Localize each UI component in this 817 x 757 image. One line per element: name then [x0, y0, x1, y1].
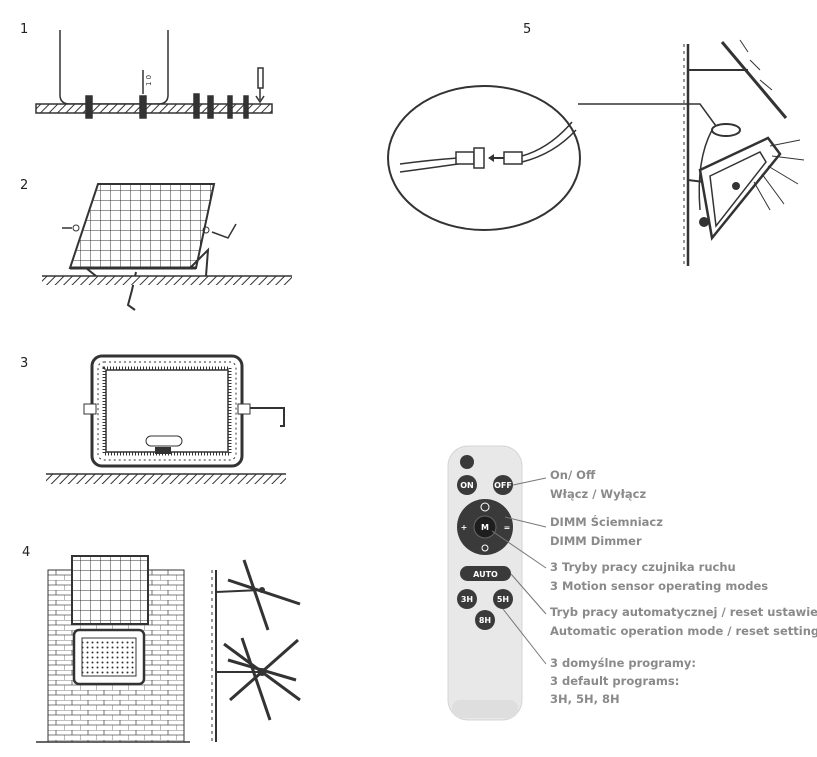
- svg-text:ON: ON: [460, 481, 474, 490]
- step1-marks: 1 0: [145, 75, 153, 86]
- step-number-1: 1: [20, 22, 29, 37]
- svg-text:8H: 8H: [479, 616, 491, 625]
- legend-line: Automatic operation mode / reset setting…: [550, 624, 817, 638]
- remote-5h-button[interactable]: 5H: [493, 589, 513, 609]
- remote-off-button[interactable]: OFF: [493, 475, 513, 495]
- svg-text:AUTO: AUTO: [473, 570, 498, 579]
- legend-motion-modes: 3 Tryby pracy czujnika ruchu 3 Motion se…: [550, 560, 768, 594]
- remote-3h-button[interactable]: 3H: [457, 589, 477, 609]
- remote-on-button[interactable]: ON: [457, 475, 477, 495]
- step-number-4: 4: [22, 545, 31, 560]
- svg-text:3H: 3H: [461, 595, 473, 604]
- legend-line: 3 Tryby pracy czujnika ruchu: [550, 560, 736, 574]
- legend-line: 3 Motion sensor operating modes: [550, 579, 769, 593]
- legend-line: 3 default programs:: [550, 674, 680, 688]
- brightness-down-icon: [481, 544, 489, 552]
- legend-line: On/ Off: [550, 468, 596, 482]
- step2-solar-panel: [42, 183, 292, 311]
- legend-on-off: On/ Off Włącz / Wyłącz: [550, 468, 646, 502]
- ir-sensor-icon: [460, 455, 474, 469]
- dimm-down-sign: =: [504, 523, 511, 532]
- step3-floodlight: [46, 354, 286, 484]
- legend-dimm: DIMM Ściemniacz DIMM Dimmer: [550, 515, 663, 549]
- legend-line: Tryb pracy automatycznej / reset ustawie…: [550, 605, 817, 619]
- step5-connection-detail: [387, 39, 805, 266]
- dimm-up-sign: +: [461, 523, 468, 532]
- step1-bracket-assembly: [35, 30, 273, 119]
- step-number-2: 2: [20, 178, 29, 193]
- legend-line: DIMM Dimmer: [550, 534, 642, 548]
- svg-text:5H: 5H: [497, 595, 509, 604]
- remote-control: ON OFF M + = AUTO 3H 5H 8H: [447, 445, 523, 721]
- remote-auto-button[interactable]: AUTO: [460, 566, 511, 581]
- legend-auto-mode: Tryb pracy automatycznej / reset ustawie…: [550, 605, 817, 639]
- legend-line: Włącz / Wyłącz: [550, 487, 647, 501]
- legend-line: 3 domyślne programy:: [550, 656, 696, 670]
- leader-lines: [491, 477, 547, 665]
- step4-wall-mount: [36, 555, 301, 743]
- remote-dimm-dial[interactable]: M + =: [457, 499, 513, 555]
- legend-line: 3H, 5H, 8H: [550, 692, 620, 706]
- legend-line: DIMM Ściemniacz: [550, 515, 663, 529]
- mode-button: M: [481, 523, 489, 532]
- remote-8h-button[interactable]: 8H: [475, 610, 495, 630]
- step-number-5: 5: [523, 22, 532, 37]
- step-number-3: 3: [20, 356, 29, 371]
- brightness-up-icon: [480, 502, 490, 512]
- svg-text:OFF: OFF: [494, 481, 512, 490]
- legend-default-programs: 3 domyślne programy: 3 default programs:…: [550, 656, 696, 707]
